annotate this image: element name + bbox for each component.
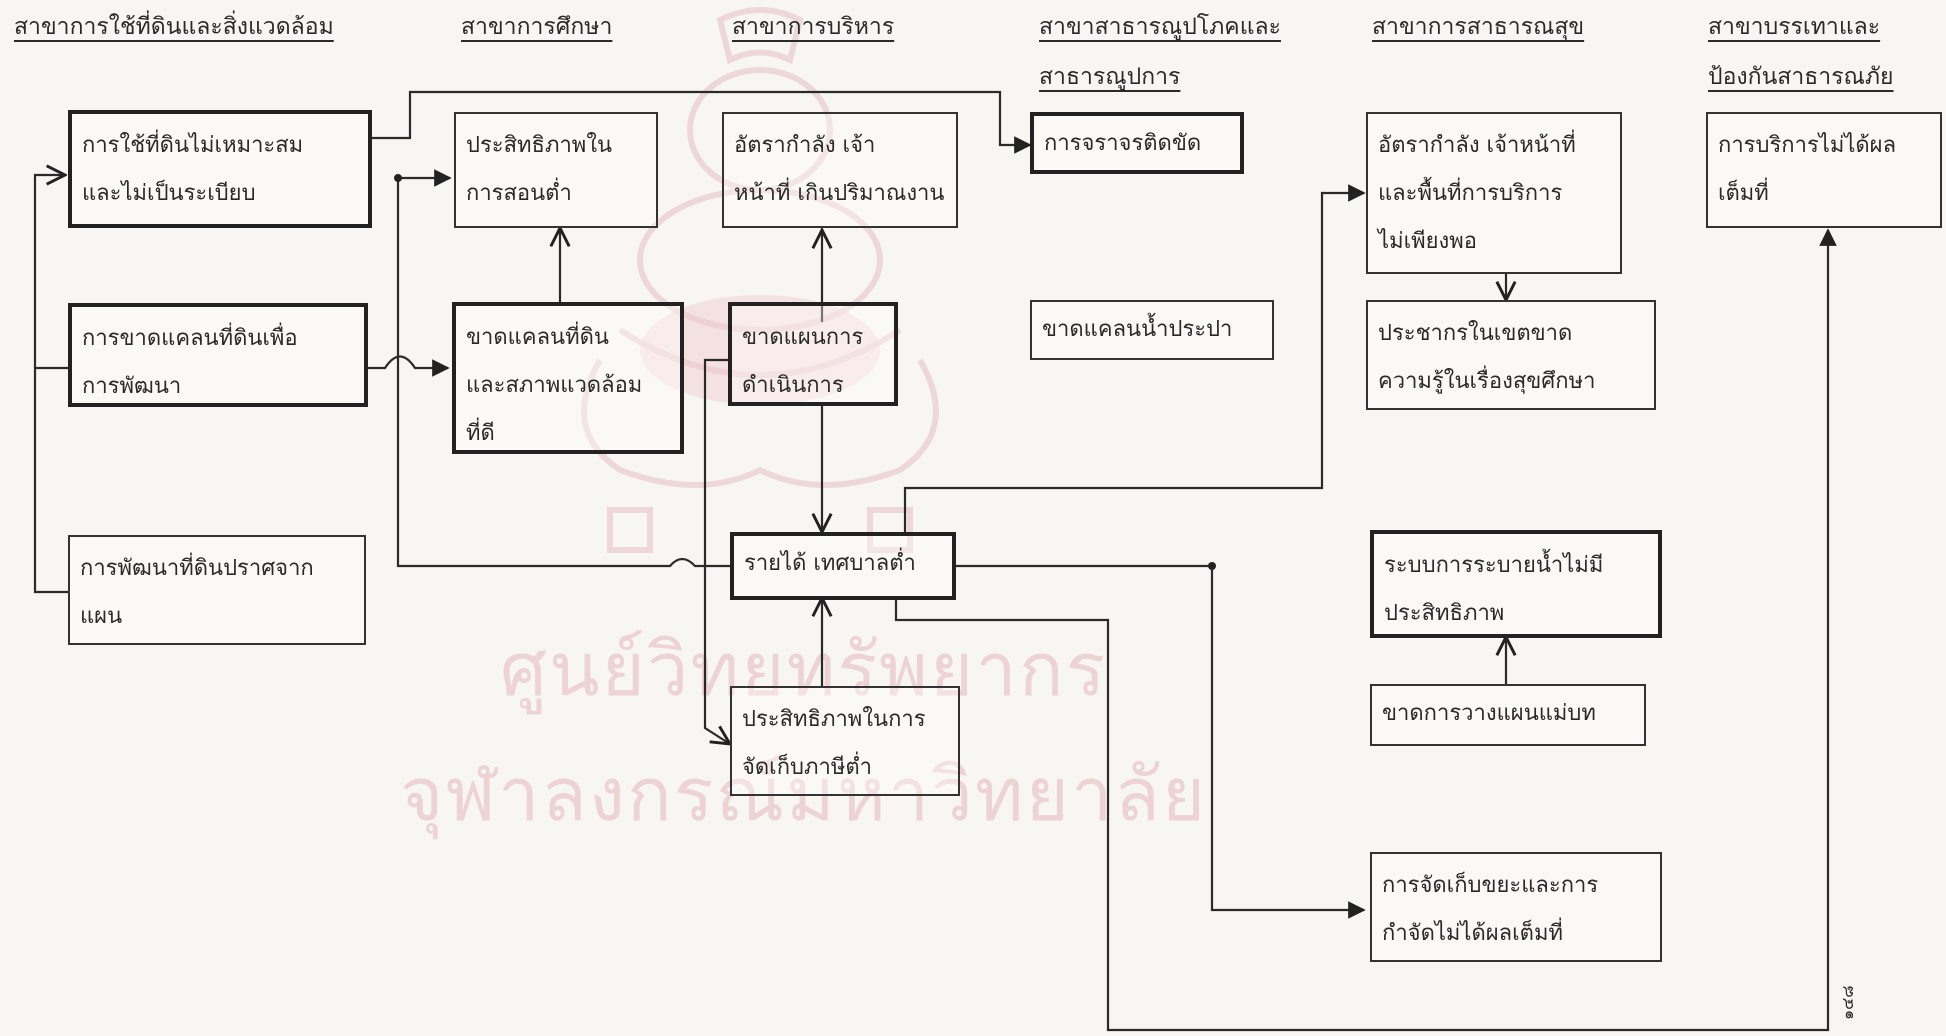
connector-revenue-to-garbage [956, 564, 1366, 919]
box-drainage-line-2: ประสิทธิภาพ [1384, 601, 1505, 626]
box-tax-line-1: ประสิทธิภาพในการ [742, 707, 926, 732]
box-traffic-line-1: การจราจรติดขัด [1044, 131, 1202, 156]
connector-revenue-to-health-staff [903, 184, 1366, 532]
box-drainage-line-1: ระบบการระบายน้ำไม่มี [1384, 553, 1604, 578]
connector-shortage-to-edu-land [365, 355, 450, 377]
box-land-use-line-1: การใช้ที่ดินไม่เหมาะสม [82, 133, 304, 158]
box-water-line-1: ขาดแคลนน้ำประปา [1042, 317, 1233, 342]
connector-land-use-to-traffic [370, 90, 1032, 154]
box-service: การบริการไม่ได้ผล เต็มที่ [1706, 112, 1942, 228]
header-utilities-line-2: สาธารณูปการ [1039, 64, 1181, 90]
box-staff-excess-line-2: หน้าที่ เกินปริมาณงาน [734, 181, 945, 206]
box-revenue: รายได้ เทศบาลต่ำ [730, 532, 956, 600]
box-no-plan-line-2: ดำเนินการ [742, 373, 844, 398]
box-teaching: ประสิทธิภาพใน การสอนต่ำ [454, 112, 658, 228]
page-number: ๑๔๘ [1838, 985, 1857, 1020]
box-no-plan-line-1: ขาดแผนการ [742, 325, 864, 350]
box-tax: ประสิทธิภาพในการ จัดเก็บภาษีต่ำ [730, 686, 960, 796]
box-edu-land: ขาดแคลนที่ดิน และสภาพแวดล้อม ที่ดี [452, 302, 684, 454]
box-garbage-line-1: การจัดเก็บขยะและการ [1382, 873, 1599, 898]
box-garbage-line-2: กำจัดไม่ได้ผลเต็มที่ [1382, 921, 1563, 946]
junction-dot [1208, 562, 1216, 570]
box-edu-land-line-2: และสภาพแวดล้อม [466, 373, 643, 398]
box-drainage: ระบบการระบายน้ำไม่มี ประสิทธิภาพ [1370, 530, 1662, 638]
connector-revenue-to-teaching [396, 169, 730, 568]
box-service-line-2: เต็มที่ [1718, 181, 1769, 206]
header-education: สาขาการศึกษา [461, 14, 613, 40]
box-teaching-line-1: ประสิทธิภาพใน [466, 133, 613, 158]
junction-dot [394, 174, 402, 182]
box-staff-excess: อัตรากำลัง เจ้า หน้าที่ เกินปริมาณงาน [722, 112, 958, 228]
box-revenue-line-1: รายได้ เทศบาลต่ำ [744, 551, 916, 576]
box-land-unplanned-line-1: การพัฒนาที่ดินปราศจาก [80, 556, 314, 581]
box-health-edu-line-2: ความรู้ในเรื่องสุขศึกษา [1378, 369, 1596, 394]
header-admin: สาขาการบริหาร [732, 14, 895, 40]
connector-left-bracket-up [33, 175, 65, 368]
header-health: สาขาการสาธารณสุข [1372, 14, 1585, 40]
box-land-shortage-line-2: การพัฒนา [82, 374, 182, 399]
box-tax-line-2: จัดเก็บภาษีต่ำ [742, 755, 872, 780]
box-land-use-line-2: และไม่เป็นระเบียบ [82, 181, 256, 206]
connector-revenue-to-service [894, 228, 1837, 1032]
box-edu-land-line-3: ที่ดี [466, 421, 495, 446]
box-land-unplanned-line-2: แผน [80, 604, 123, 629]
connector-left-bracket [33, 366, 70, 594]
connector-no-plan-to-tax [703, 358, 730, 744]
box-no-plan: ขาดแผนการ ดำเนินการ [728, 302, 898, 406]
header-land: สาขาการใช้ที่ดินและสิ่งแวดล้อม [14, 14, 334, 40]
box-health-staff-line-1: อัตรากำลัง เจ้าหน้าที่ [1378, 133, 1576, 158]
box-master-plan-line-1: ขาดการวางแผนแม่บท [1382, 701, 1596, 726]
box-staff-excess-line-1: อัตรากำลัง เจ้า [734, 133, 876, 158]
box-edu-land-line-1: ขาดแคลนที่ดิน [466, 325, 609, 350]
box-service-line-1: การบริการไม่ได้ผล [1718, 133, 1897, 158]
box-health-staff-line-2: และพื้นที่การบริการ [1378, 181, 1563, 206]
header-relief-line-2: ป้องกันสาธารณภัย [1708, 64, 1894, 90]
box-land-unplanned: การพัฒนาที่ดินปราศจาก แผน [68, 535, 366, 645]
box-master-plan: ขาดการวางแผนแม่บท [1370, 684, 1646, 746]
box-land-use: การใช้ที่ดินไม่เหมาะสม และไม่เป็นระเบียบ [68, 110, 372, 228]
box-health-edu-line-1: ประชากรในเขตขาด [1378, 321, 1573, 346]
box-health-staff: อัตรากำลัง เจ้าหน้าที่ และพื้นที่การบริก… [1366, 112, 1622, 274]
header-utilities-line-1: สาขาสาธารณูปโภคและ [1039, 14, 1281, 40]
box-teaching-line-2: การสอนต่ำ [466, 181, 572, 206]
box-health-staff-line-3: ไม่เพียงพอ [1378, 229, 1477, 254]
box-traffic: การจราจรติดขัด [1030, 112, 1244, 174]
box-garbage: การจัดเก็บขยะและการ กำจัดไม่ได้ผลเต็มที่ [1370, 852, 1662, 962]
box-land-shortage-line-1: การขาดแคลนที่ดินเพื่อ [82, 326, 298, 351]
box-land-shortage: การขาดแคลนที่ดินเพื่อ การพัฒนา [68, 303, 368, 407]
box-water: ขาดแคลนน้ำประปา [1030, 300, 1274, 360]
box-health-edu: ประชากรในเขตขาด ความรู้ในเรื่องสุขศึกษา [1366, 300, 1656, 410]
header-relief-line-1: สาขาบรรเทาและ [1708, 14, 1881, 40]
